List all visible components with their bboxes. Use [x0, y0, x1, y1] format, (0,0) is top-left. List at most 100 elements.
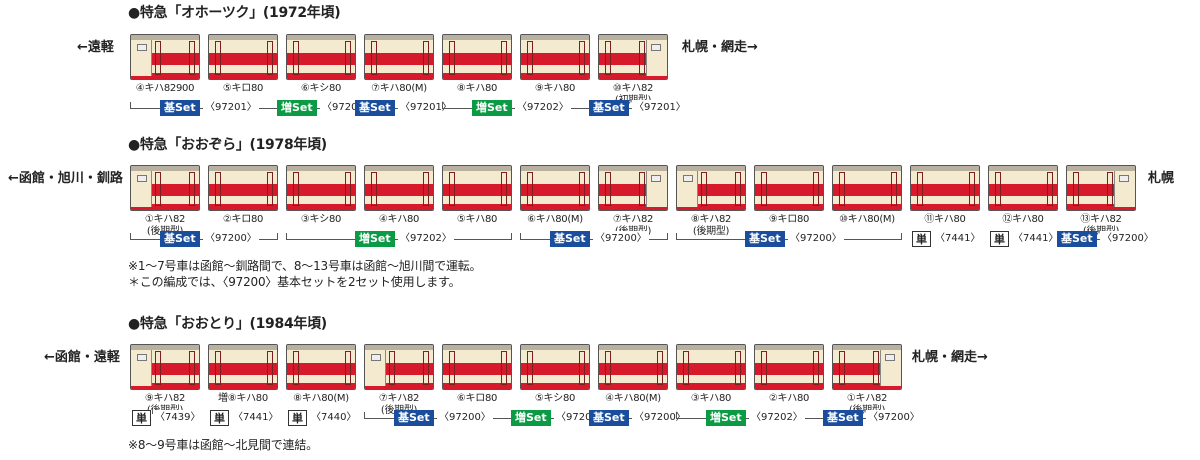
set-code: 〈97200〉: [437, 410, 493, 426]
car-skirt: [521, 383, 589, 389]
car-door: [371, 172, 377, 206]
set-code: 〈97201〉: [398, 100, 454, 116]
headlight-icon: [137, 44, 147, 51]
car-skirt: [755, 383, 823, 389]
car-door: [969, 172, 975, 206]
car-door: [155, 172, 161, 206]
car-roof: [677, 166, 745, 171]
railcar: [520, 165, 590, 211]
railcar: [520, 344, 590, 390]
railcar: [832, 165, 902, 211]
car-skirt: [209, 73, 277, 79]
car-stripe: [755, 184, 823, 196]
car-door: [267, 172, 273, 206]
railcar: [754, 165, 824, 211]
railcar: [130, 165, 200, 211]
car-door: [657, 351, 663, 385]
car-roof: [911, 166, 979, 171]
car-door: [345, 351, 351, 385]
car-door: [423, 41, 429, 75]
set-badge: 基Set: [589, 410, 629, 426]
car-door: [605, 41, 611, 75]
railcar: [364, 34, 434, 80]
car-roof: [131, 345, 199, 350]
car-label: ③キシ80: [300, 214, 342, 225]
car-roof: [443, 166, 511, 171]
car-roof: [599, 345, 667, 350]
set-code: 〈97202〉: [749, 410, 805, 426]
car-door: [423, 172, 429, 206]
car-roof: [443, 35, 511, 40]
direction-left: ←函館・遠軽: [44, 350, 120, 365]
railcar: [988, 165, 1058, 211]
car-skirt: [677, 383, 745, 389]
car-label: ④キハ80(M): [605, 393, 661, 404]
car-door: [267, 351, 273, 385]
direction-right: 札幌・網走→: [912, 350, 988, 365]
railcar: [364, 344, 434, 390]
set-badge: 単: [990, 231, 1009, 247]
set-code: 〈97201〉: [203, 100, 259, 116]
set-code: 〈7441〉: [1011, 231, 1061, 247]
car-stripe: [209, 184, 277, 196]
set-badge: 基Set: [160, 100, 200, 116]
car-roof: [599, 35, 667, 40]
car-door: [683, 351, 689, 385]
car-door: [1107, 172, 1113, 206]
car-door: [215, 351, 221, 385]
car-stripe: [287, 363, 355, 375]
car-door: [605, 172, 611, 206]
car-label: ⑪キハ80: [924, 214, 966, 225]
car-door: [639, 172, 645, 206]
set-code: 〈97201〉: [632, 100, 688, 116]
set-badge: 増Set: [706, 410, 746, 426]
car-stripe: [443, 53, 511, 65]
car-skirt: [755, 204, 823, 210]
railcar: [676, 344, 746, 390]
railcar: [442, 344, 512, 390]
car-door: [735, 351, 741, 385]
car-skirt: [131, 383, 199, 389]
railcar: [910, 165, 980, 211]
car-door: [293, 172, 299, 206]
car-label: ⑤キハ80: [456, 214, 498, 225]
set-badge: 増Set: [472, 100, 512, 116]
car-roof: [365, 345, 433, 350]
direction-left: ←函館・旭川・釧路: [8, 171, 123, 186]
car-roof: [287, 166, 355, 171]
car-skirt: [521, 73, 589, 79]
car-door: [155, 351, 161, 385]
section-title: ●特急「オホーツク」(1972年頃): [128, 5, 341, 21]
car-skirt: [365, 73, 433, 79]
car-label: ⑤キロ80: [222, 83, 264, 94]
set-code: 〈7441〉: [231, 410, 281, 426]
footnote: ＊この編成では、〈97200〉基本セットを2セット使用します。: [128, 275, 461, 289]
car-skirt: [443, 73, 511, 79]
car-skirt: [521, 204, 589, 210]
car-door: [839, 172, 845, 206]
railcar: [598, 344, 668, 390]
car-roof: [755, 166, 823, 171]
car-door: [267, 41, 273, 75]
section-title: ●特急「おおぞら」(1978年頃): [128, 137, 327, 153]
set-badge: 基Set: [355, 100, 395, 116]
car-roof: [365, 35, 433, 40]
headlight-icon: [1119, 175, 1129, 182]
set-badge: 基Set: [160, 231, 200, 247]
direction-left: ←遠軽: [77, 40, 114, 55]
car-roof: [131, 166, 199, 171]
car-skirt: [209, 383, 277, 389]
railcar: [286, 34, 356, 80]
car-door: [389, 351, 395, 385]
car-label: ⑨キロ80: [768, 214, 810, 225]
headlight-icon: [885, 354, 895, 361]
car-label: ⑦キハ80(M): [371, 83, 427, 94]
car-skirt: [287, 204, 355, 210]
set-badge: 基Set: [394, 410, 434, 426]
set-code: 〈97200〉: [632, 410, 688, 426]
railcar: [520, 34, 590, 80]
car-skirt: [443, 383, 511, 389]
car-stripe: [287, 184, 355, 196]
car-label: ⑧キハ80(M): [293, 393, 349, 404]
car-roof: [521, 35, 589, 40]
